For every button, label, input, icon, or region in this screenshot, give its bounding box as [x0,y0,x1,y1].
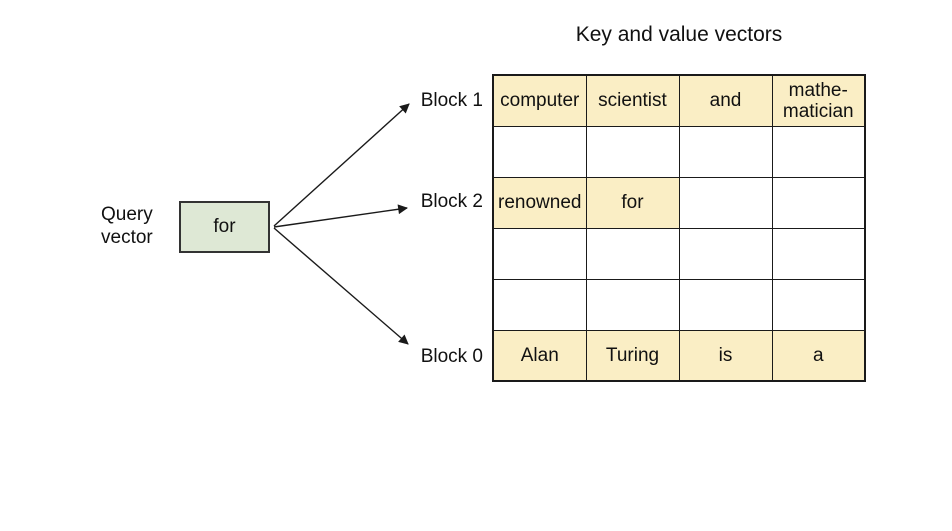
kv-cell-empty [771,278,866,331]
query-vector-token: for [213,216,236,237]
kv-cell-token: and [678,74,773,127]
kv-cell-empty [492,125,587,178]
kv-cell-empty [492,227,587,280]
kv-cell-empty [678,176,773,229]
kv-cell-empty [492,278,587,331]
block-label-0: Block 0 [420,346,483,367]
kv-table-row [492,125,866,178]
kv-cell-empty [771,125,866,178]
kv-cell-token: renowned [492,176,587,229]
kv-cell-empty [585,125,680,178]
kv-cell-token: Turing [585,329,680,382]
kv-cell-token: Alan [492,329,587,382]
kv-table-row [492,278,866,331]
arrow-to-block0 [273,227,409,345]
kv-cell-token: mathe- matician [771,74,866,127]
kv-cell-token: scientist [585,74,680,127]
kv-cell-token: is [678,329,773,382]
kv-cell-empty [678,227,773,280]
query-vector-label: Query vector [101,204,153,248]
block-label-2: Block 2 [420,191,483,212]
kv-cell-empty [771,176,866,229]
query-vector-box: for [179,201,270,253]
kv-cell-empty [585,278,680,331]
kv-table-row [492,227,866,280]
block-label-1: Block 1 [420,90,483,111]
diagram-title: Key and value vectors [575,23,783,46]
kv-cell-empty [678,278,773,331]
kv-cell-token: for [585,176,680,229]
kv-cell-empty [585,227,680,280]
kv-cell-token: computer [492,74,587,127]
kv-cell-empty [678,125,773,178]
kv-cell-empty [771,227,866,280]
kv-cell-token: a [771,329,866,382]
